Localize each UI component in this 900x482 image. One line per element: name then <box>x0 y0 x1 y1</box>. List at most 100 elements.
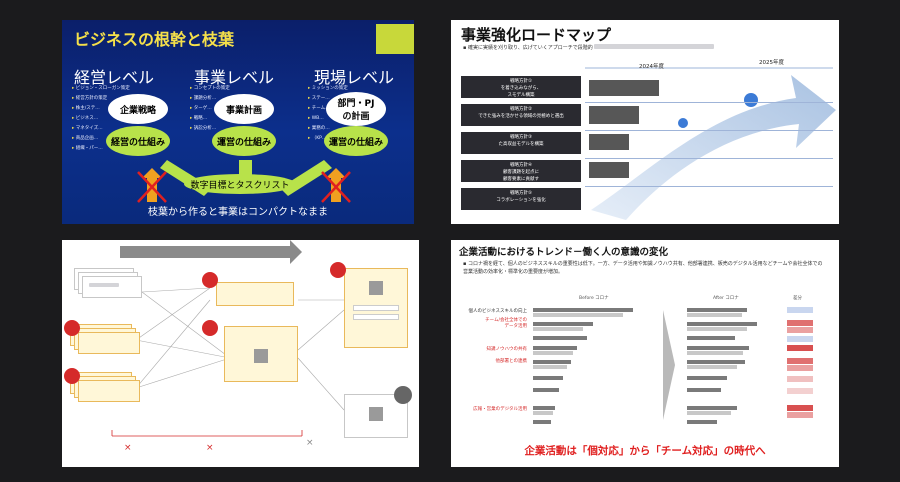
slide4-conclusion: 企業活動は「個対応」から「チーム対応」の時代へ <box>524 445 766 457</box>
bar-before <box>533 346 577 350</box>
bar-before <box>533 388 559 392</box>
bar-after <box>687 365 737 369</box>
timeline-block <box>589 162 629 178</box>
stack-card-yellow <box>78 332 140 354</box>
row-label: チーム/会社全体での データ活用 <box>485 318 527 329</box>
bar-after <box>687 360 745 364</box>
bar-before <box>533 351 573 355</box>
diff-cell <box>787 307 813 313</box>
bar-before <box>533 313 623 317</box>
red-badge <box>202 320 218 336</box>
oval-business-plan: 事業計画 <box>214 94 274 124</box>
diff-cell <box>787 388 813 394</box>
transition-arrow <box>663 310 675 420</box>
level-business: 事業レベル <box>194 68 275 87</box>
diff-cell <box>787 405 813 411</box>
red-badge <box>64 320 80 336</box>
slide4-title: 企業活動におけるトレンド－働く人の意識の変化 <box>459 247 669 258</box>
diff-cell <box>787 365 813 371</box>
bar-after <box>687 313 742 317</box>
oval-targets-tasklist: 数字目標とタスクリスト <box>184 174 296 194</box>
slide2-subtitle: ▪ 確実に実績を刈り取り、広げていくアプローチで段階的 <box>463 44 715 51</box>
row-separator <box>585 186 833 187</box>
bar-before <box>533 308 633 312</box>
slide1-title: ビジネスの根幹と枝葉 <box>74 30 235 49</box>
bar-after <box>687 322 757 326</box>
slide-thumbnail-3[interactable]: × × × <box>62 240 419 467</box>
bar-after <box>687 420 717 424</box>
oval-department-plan: 部門・PJ の計画 <box>326 92 386 126</box>
bar-after <box>687 346 749 350</box>
slide2-title: 事業強化ロードマップ <box>461 26 612 44</box>
bar-before <box>533 406 555 410</box>
row-label: 広報・営業のデジタル活用 <box>473 407 527 412</box>
bar-after <box>687 327 747 331</box>
row-separator <box>585 130 833 131</box>
diff-cell <box>787 358 813 364</box>
bar-before <box>533 420 551 424</box>
col-after: After コロナ <box>713 296 739 301</box>
bar-before <box>533 411 553 415</box>
oval-management-mechanism: 経営の仕組み <box>106 126 170 156</box>
bar-before <box>533 322 593 326</box>
diff-cell <box>787 320 813 326</box>
center-top-card <box>216 282 294 306</box>
row-label: 他部署との連携 <box>495 359 527 364</box>
center-main-card <box>224 326 298 382</box>
diff-cell <box>787 345 813 351</box>
bar-before <box>533 365 567 369</box>
x-mark: × <box>124 443 132 453</box>
oval-corporate-strategy: 企業戦略 <box>108 94 168 124</box>
row-label: 知識ノウハウの共有 <box>486 347 528 352</box>
diff-cell <box>787 327 813 333</box>
level-management: 経営レベル <box>74 68 155 87</box>
slide2-roadmap-arrow <box>585 67 836 220</box>
timeline-block <box>589 106 639 124</box>
bullets-col1: ビジョン・スローガン策定経営方針の策定株主/ステ…ビジネス…マネタイズ…商品企画… <box>72 84 130 154</box>
bullets-col2: コンセプトの策定課題分析…ターゲ…戦略…訴訟分析… <box>190 84 230 134</box>
slide-thumbnail-4[interactable]: 企業活動におけるトレンド－働く人の意識の変化 ▪ コロナ禍を経て、個人のビジネス… <box>451 240 839 467</box>
bar-after <box>687 388 721 392</box>
x-mark: × <box>206 443 214 453</box>
bullets-col3: ミッションの策定ステー…チーム…WB…業務の…（KP… <box>308 84 348 144</box>
row-separator <box>585 102 833 103</box>
oval-operation-mechanism-2: 運営の仕組み <box>324 126 388 156</box>
stack-card <box>82 276 142 298</box>
diff-cell <box>787 376 813 382</box>
stack-card-yellow <box>78 380 140 402</box>
bar-after <box>687 406 737 410</box>
col-diff: 差分 <box>793 296 802 301</box>
slide4-description: ▪ コロナ禍を経て、個人のビジネススキルの重要性は低下。一方、データ活用や知識ノ… <box>463 261 823 275</box>
bar-before <box>533 327 583 331</box>
bar-after <box>687 376 727 380</box>
diff-cell <box>787 336 813 342</box>
timeline-block <box>589 80 659 96</box>
gray-badge <box>394 386 412 404</box>
red-badge <box>202 272 218 288</box>
level-field: 現場レベル <box>314 68 395 87</box>
col-before: Before コロナ <box>579 296 609 301</box>
year-2024: 2024年度 <box>639 64 664 70</box>
x-mark: × <box>306 438 314 448</box>
slide-thumbnail-1[interactable]: ビジネスの根幹と枝葉 経営レベル 事業レベル 現場レベル ビジョン・スローガン策… <box>62 20 414 224</box>
slide-thumbnail-2[interactable]: 事業強化ロードマップ ▪ 確実に実績を刈り取り、広げていくアプローチで段階的 2… <box>451 20 839 224</box>
red-badge <box>64 368 80 384</box>
bar-before <box>533 360 571 364</box>
row-separator <box>585 158 833 159</box>
bar-after <box>687 411 731 415</box>
timeline-block <box>589 134 629 150</box>
slide1-accent-block <box>376 24 414 54</box>
row-label: 個人のビジネススキルの向上 <box>468 309 528 314</box>
red-badge <box>330 262 346 278</box>
slide3-diagram-lines <box>111 240 345 437</box>
right-top-card <box>344 268 408 348</box>
slide1-bottom-message: 枝葉から作ると事業はコンパクトなまま <box>148 207 328 218</box>
diff-cell <box>787 412 813 418</box>
bar-after <box>687 336 735 340</box>
